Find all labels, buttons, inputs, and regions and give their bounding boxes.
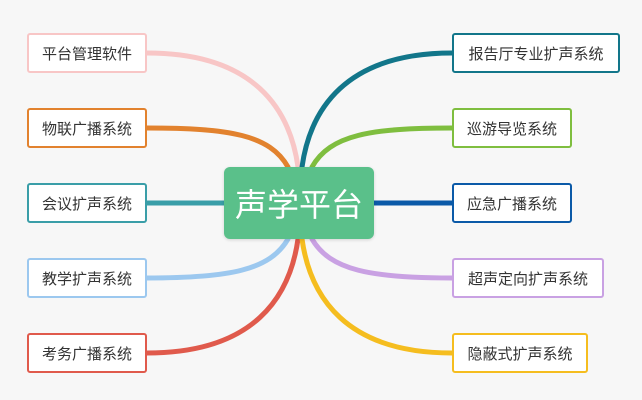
node-label: 应急广播系统 [466, 194, 557, 213]
node-label: 巡游导览系统 [466, 119, 557, 138]
node-emergency-broadcast-system: 应急广播系统 [452, 183, 572, 223]
node-platform-management-software: 平台管理软件 [27, 33, 147, 73]
node-exam-broadcast-system: 考务广播系统 [27, 333, 147, 373]
node-conference-sound-system: 会议扩声系统 [27, 183, 147, 223]
connector-right-1 [309, 125, 455, 170]
node-label: 隐蔽式扩声系统 [467, 344, 573, 363]
connector-right-3 [309, 236, 455, 281]
node-label: 物联广播系统 [41, 119, 132, 138]
center-node: 声学平台 [224, 167, 374, 239]
node-label: 会议扩声系统 [41, 194, 132, 213]
connector-left-0 [144, 50, 301, 170]
node-concealed-sound-system: 隐蔽式扩声系统 [452, 333, 588, 373]
node-label: 平台管理软件 [41, 44, 132, 63]
node-auditorium-pro-sound-system: 报告厅专业扩声系统 [452, 33, 620, 73]
node-label: 考务广播系统 [41, 344, 132, 363]
node-iot-broadcast-system: 物联广播系统 [27, 108, 147, 148]
connector-left-1 [144, 125, 291, 170]
node-label: 超声定向扩声系统 [467, 269, 588, 288]
node-ultrasonic-directional-sound-system: 超声定向扩声系统 [452, 258, 604, 298]
connector-left-3 [144, 236, 291, 281]
node-label: 教学扩声系统 [41, 269, 132, 288]
connector-right-0 [299, 50, 455, 170]
node-tour-guide-system: 巡游导览系统 [452, 108, 572, 148]
center-label: 声学平台 [234, 186, 363, 224]
connector-left-4 [144, 236, 301, 356]
node-label: 报告厅专业扩声系统 [468, 44, 604, 63]
node-teaching-sound-system: 教学扩声系统 [27, 258, 147, 298]
connector-right-4 [299, 236, 455, 356]
